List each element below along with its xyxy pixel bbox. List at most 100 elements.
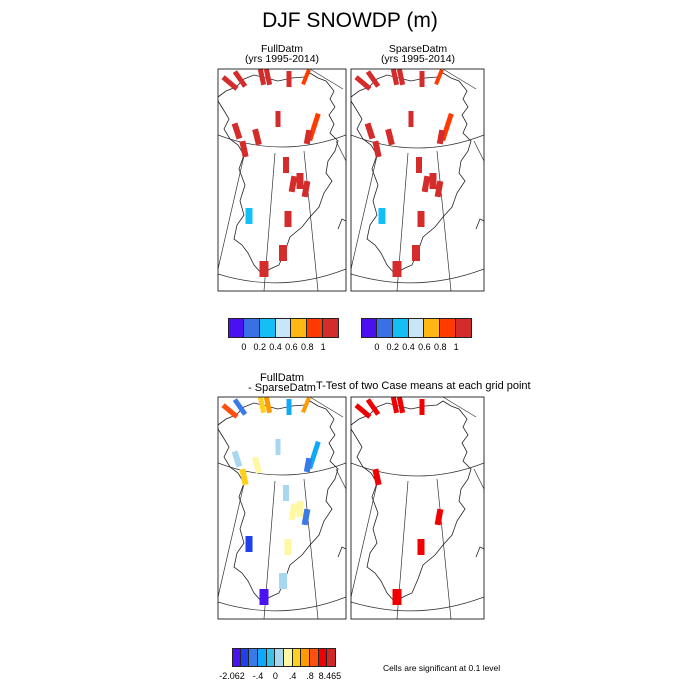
grid-cell (263, 396, 273, 414)
colorbar-label: 0 (241, 342, 247, 352)
grid-cell (296, 173, 304, 189)
grid-cell (245, 536, 253, 552)
grid-cell (288, 503, 298, 521)
grid-cell (378, 208, 386, 224)
grid-cell (239, 468, 249, 486)
map-panel-ttest (350, 396, 485, 620)
grid-cell (221, 403, 239, 419)
colorbar-swatch (310, 648, 319, 667)
grid-cell (283, 157, 289, 173)
graticule-line (303, 478, 319, 620)
colorbar-swatch (266, 648, 276, 667)
map-frame (217, 68, 347, 292)
colorbar-swatch (232, 648, 241, 667)
graticule-line (217, 474, 247, 598)
map-panel-sparse (350, 68, 485, 292)
map-panel-diff (217, 396, 347, 620)
grid-cell (232, 398, 248, 416)
grid-cell (296, 501, 304, 517)
graticule-line (335, 468, 347, 490)
grid-cell (421, 175, 431, 193)
greenland-coastline (350, 400, 472, 603)
graticule-line (350, 474, 380, 598)
colorbar-label: 0.6 (418, 342, 431, 352)
map-panel-full (217, 68, 347, 292)
grid-cell (354, 75, 372, 91)
panel-title-sparse: SparseDatm (yrs 1995-2014) (348, 44, 488, 65)
graticule-line (442, 396, 477, 418)
grid-cell (231, 122, 243, 140)
panel-title-full: FullDatm (yrs 1995-2014) (212, 43, 352, 65)
grid-cell (257, 396, 267, 414)
graticule-line (350, 268, 485, 284)
grid-cell (408, 111, 414, 127)
grid-cell (392, 589, 402, 605)
colorbar-swatch (275, 318, 292, 338)
grid-cell (275, 439, 281, 455)
grid-cell (231, 450, 243, 468)
coastline (337, 218, 347, 230)
grid-cell (429, 173, 437, 189)
colorbar-label: -.4 (252, 671, 264, 681)
graticule (217, 68, 347, 292)
colorbar-swatch (376, 318, 393, 338)
colorbar-label: 0.4 (402, 342, 415, 352)
grid-cell (301, 180, 311, 198)
colorbar-swatch (258, 648, 267, 667)
grid-cell (365, 70, 381, 88)
panel-subtitle: - SparseDatm (248, 382, 316, 394)
grid-cell (392, 261, 402, 277)
coastline (475, 218, 485, 230)
map-frame (350, 396, 485, 620)
grid-cell (434, 508, 444, 526)
grid-cell (419, 71, 425, 87)
panel-title-diff: FullDatm - SparseDatm (212, 373, 352, 394)
colorbar-label: 0.8 (434, 342, 447, 352)
graticule-line (350, 596, 485, 612)
grid-cell (365, 398, 381, 416)
panel-title-ttest: T-Test of two Case means at each grid po… (316, 380, 531, 392)
grid-cell (303, 129, 313, 145)
grid-cell (303, 457, 313, 473)
graticule-line (473, 140, 485, 162)
colorbar-label: 0.4 (269, 342, 282, 352)
colorbar-swatch (307, 318, 324, 338)
colorbar-swatch (327, 648, 336, 667)
grid-cell (259, 261, 269, 277)
grid-cell (434, 68, 444, 86)
coastline (475, 546, 485, 558)
grid-cell (284, 539, 292, 555)
graticule-line (217, 134, 347, 148)
graticule (217, 396, 347, 620)
colorbar-label: 0 (374, 342, 380, 352)
panel-title: FullDatm (260, 43, 303, 55)
graticule-line (335, 140, 347, 162)
grid-cell (396, 68, 406, 86)
grid-cell (436, 129, 446, 145)
colorbar-swatch (301, 648, 310, 667)
greenland-coastline (217, 72, 339, 275)
grid-cell (221, 75, 239, 91)
grid-cell (364, 122, 376, 140)
colorbar-label: .4 (288, 671, 297, 681)
grid-cell (279, 245, 287, 261)
colorbar-label: 1 (453, 342, 459, 352)
colorbar-label: 8.465 (318, 671, 342, 681)
grid-cell (252, 128, 262, 146)
grid-cell (385, 128, 395, 146)
grid-cell (286, 71, 292, 87)
grid-cell (263, 68, 273, 86)
colorbar-label: 0.6 (285, 342, 298, 352)
graticule (350, 396, 485, 620)
colorbar-swatch (275, 648, 284, 667)
colorbar-label: 0.8 (301, 342, 314, 352)
graticule-line (436, 478, 452, 620)
grid-cell (417, 211, 425, 227)
coastline (337, 546, 347, 558)
grid-cell (245, 208, 253, 224)
grid-cell (372, 140, 382, 158)
colorbar-swatch (259, 318, 276, 338)
